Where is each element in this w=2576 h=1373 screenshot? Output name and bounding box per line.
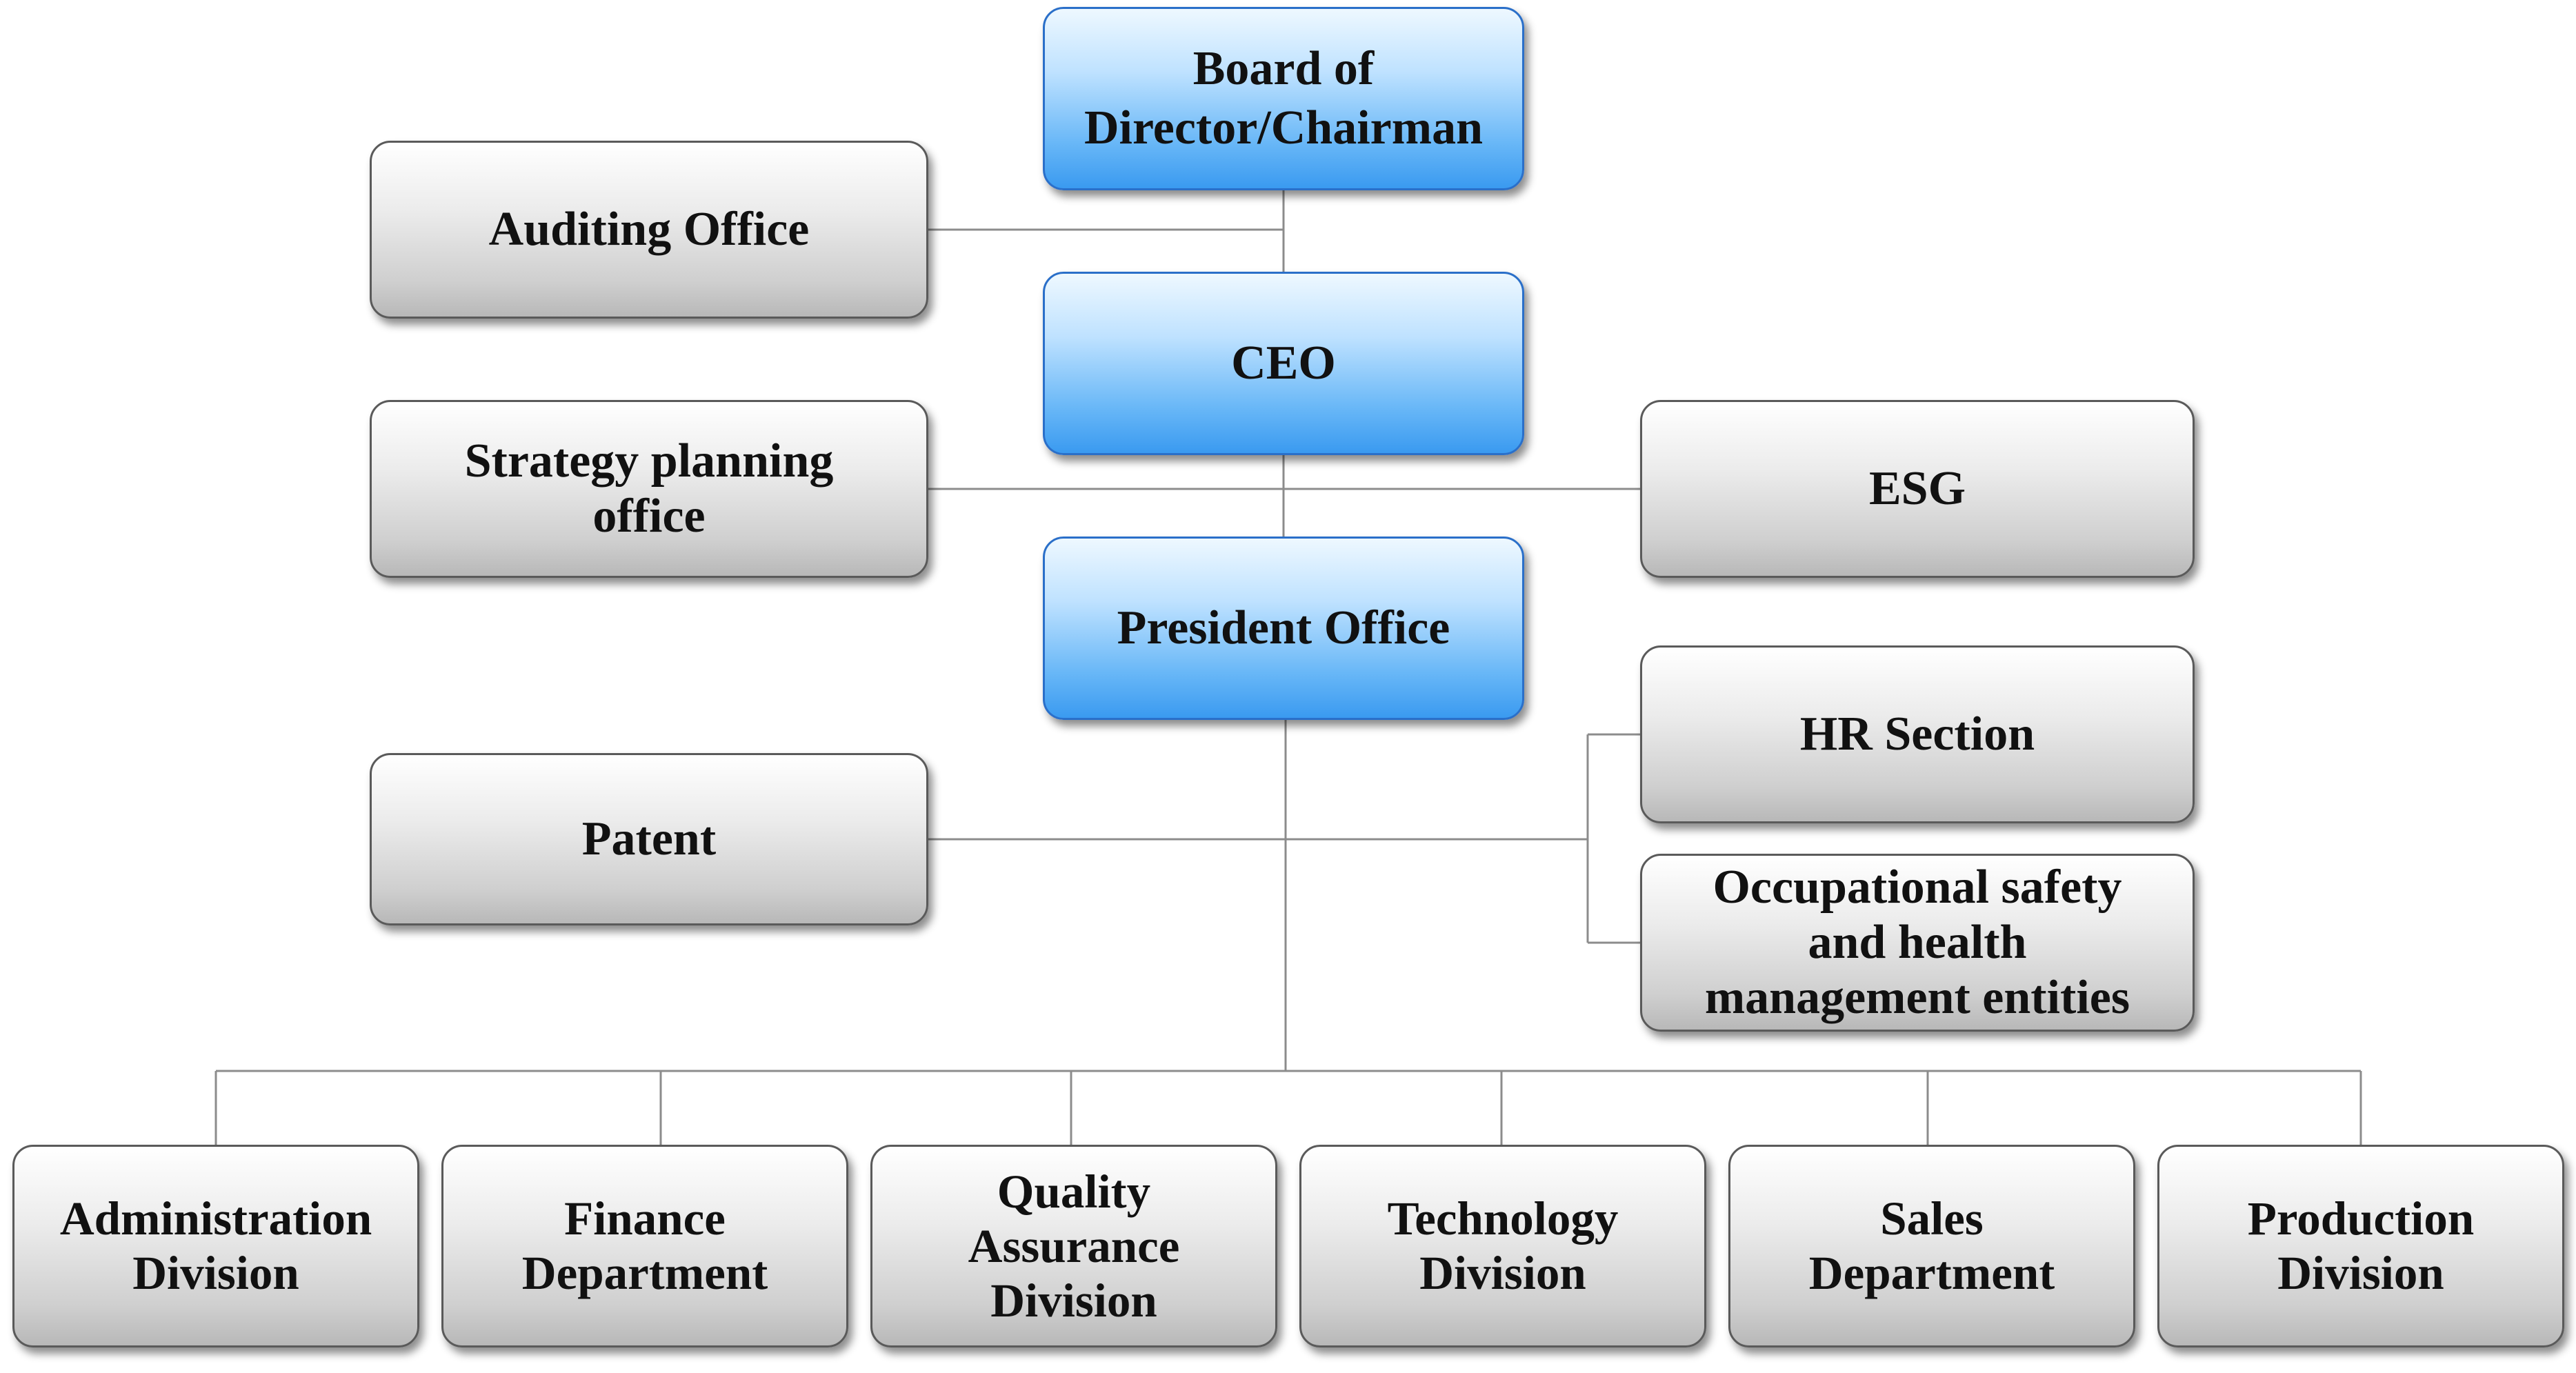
node-ceo: CEO xyxy=(1043,272,1524,455)
node-label: Quality Assurance Division xyxy=(968,1165,1180,1327)
node-label: Board of Director/Chairman xyxy=(1084,42,1483,154)
node-sales-department: Sales Department xyxy=(1728,1145,2135,1347)
node-label: Patent xyxy=(581,812,717,865)
node-esg: ESG xyxy=(1640,400,2195,578)
node-president-office: President Office xyxy=(1043,537,1524,720)
node-label: Production Division xyxy=(2247,1192,2475,1299)
node-technology-division: Technology Division xyxy=(1299,1145,1706,1347)
node-label: Technology Division xyxy=(1387,1192,1619,1299)
node-auditing-office: Auditing Office xyxy=(370,141,928,319)
node-production-division: Production Division xyxy=(2157,1145,2564,1347)
node-label: ESG xyxy=(1868,462,1966,515)
node-label: Finance Department xyxy=(521,1192,768,1299)
node-label: President Office xyxy=(1117,601,1450,654)
node-occupational-safety-health: Occupational safety and health managemen… xyxy=(1640,854,2195,1032)
node-label: Occupational safety and health managemen… xyxy=(1704,861,2130,1024)
node-quality-assurance-division: Quality Assurance Division xyxy=(870,1145,1277,1347)
node-label: Auditing Office xyxy=(488,203,810,256)
node-label: Sales Department xyxy=(1808,1192,2055,1299)
node-label: Administration Division xyxy=(59,1192,372,1299)
node-finance-department: Finance Department xyxy=(441,1145,848,1347)
node-administration-division: Administration Division xyxy=(12,1145,419,1347)
node-hr-section: HR Section xyxy=(1640,645,2195,823)
node-label: Strategy planning office xyxy=(464,434,834,543)
node-label: HR Section xyxy=(1799,708,2035,761)
node-board-of-director-chairman: Board of Director/Chairman xyxy=(1043,7,1524,190)
node-strategy-planning-office: Strategy planning office xyxy=(370,400,928,578)
node-label: CEO xyxy=(1231,337,1336,390)
node-patent: Patent xyxy=(370,753,928,925)
